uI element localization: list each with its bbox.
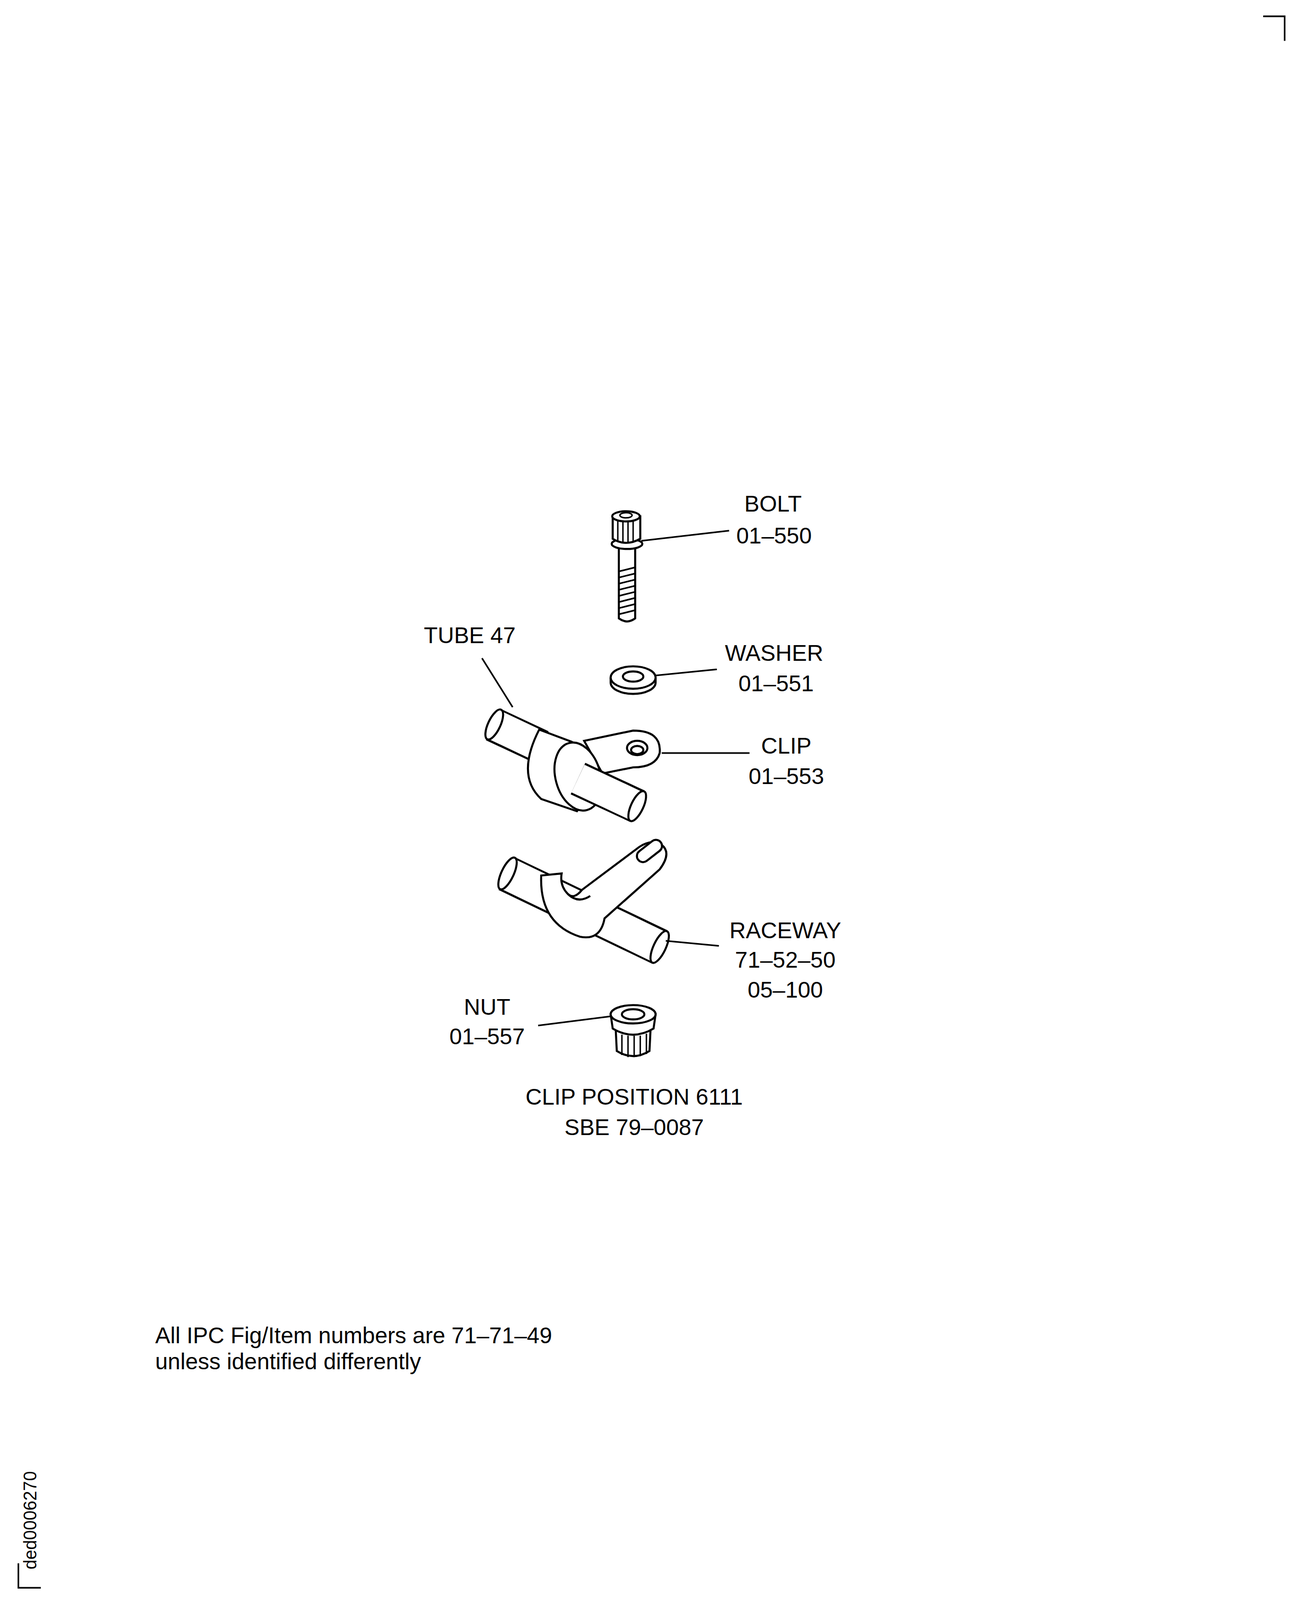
bolt-drawing	[617, 520, 634, 544]
leader-line	[481, 530, 750, 1026]
part-name: WASHER	[724, 640, 824, 667]
raceway-drawing	[646, 929, 673, 967]
part-name: RACEWAY	[729, 917, 841, 944]
washer-drawing	[610, 666, 656, 694]
callout-number: 01–557	[449, 1024, 526, 1051]
clip-drawing	[631, 746, 644, 755]
part-name: TUBE 47	[423, 622, 516, 649]
bolt-drawing	[611, 511, 640, 522]
bolt-drawing	[618, 547, 636, 622]
raceway-clip-drawing	[567, 894, 591, 901]
figure-caption: CLIP POSITION 6111	[525, 1084, 743, 1111]
tube-47-drawing	[624, 789, 650, 825]
tube-47-drawing	[578, 778, 638, 807]
tube-47-drawing	[481, 707, 507, 743]
leader-line	[538, 1016, 611, 1026]
leader-line	[665, 941, 720, 946]
nut-drawing	[621, 1009, 645, 1021]
bolt-drawing	[619, 512, 633, 518]
part-name: NUT	[464, 994, 511, 1021]
part-name: CLIP	[761, 733, 812, 760]
corner-mark	[18, 16, 1285, 1589]
leader-line	[655, 669, 718, 676]
nut-drawing	[610, 1005, 656, 1058]
bolt-drawing	[611, 511, 642, 622]
leader-line	[661, 752, 750, 754]
nut-drawing	[621, 1033, 647, 1058]
tube-47-drawing	[578, 778, 636, 806]
callout-number: 05–100	[747, 977, 824, 1004]
nut-drawing	[610, 1005, 656, 1024]
raceway-drawing	[494, 855, 521, 893]
bolt-drawing	[618, 567, 636, 615]
part-name: BOLT	[744, 491, 803, 518]
clip-drawing	[627, 741, 648, 756]
callout-number: 01–551	[738, 670, 814, 697]
corner-mark	[1263, 16, 1285, 41]
drawing-id: ded0006270	[20, 1471, 41, 1571]
callout-number: 71–52–50	[735, 947, 836, 974]
leader-line	[641, 530, 730, 542]
note-text: All IPC Fig/Item numbers are 71–71–49 un…	[155, 1323, 617, 1376]
figure-caption: SBE 79–0087	[564, 1114, 704, 1141]
callout-number: 01–550	[736, 523, 812, 550]
leader-line	[481, 658, 513, 708]
callout-number: 01–553	[748, 763, 825, 790]
raceway-clip-drawing	[634, 837, 665, 865]
tube-47-drawing	[578, 778, 650, 825]
raceway-clip-drawing	[541, 837, 667, 939]
washer-drawing	[610, 666, 656, 690]
washer-drawing	[622, 671, 644, 683]
